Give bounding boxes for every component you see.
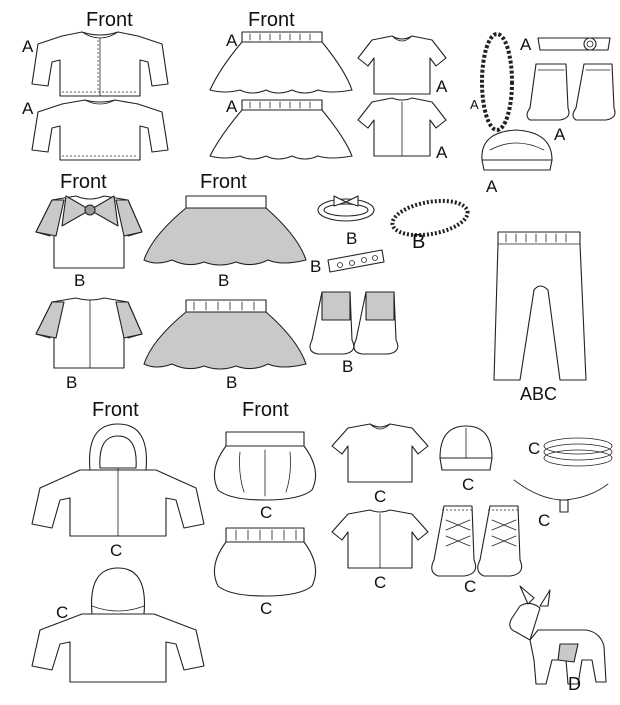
tee-a-front-illustration — [357, 35, 447, 95]
view-label-a: A — [470, 97, 479, 112]
leggings-abc-illustration — [493, 231, 587, 381]
bracelet-b-illustration — [390, 198, 470, 238]
hoodie-c-front-illustration — [31, 423, 205, 537]
view-label-a: A — [22, 99, 34, 118]
view-label-c: C — [56, 603, 69, 622]
plush-fawn-d-illustration — [509, 585, 607, 685]
view-label-b: B — [226, 373, 238, 392]
jacket-a-back-illustration — [31, 99, 169, 161]
boots-b-illustration — [309, 291, 399, 355]
front-heading-view-c-skirt: Front — [242, 399, 289, 421]
belt-b-illustration — [327, 249, 385, 273]
front-heading-view-b-skirt: Front — [200, 171, 247, 193]
view-label-c: C — [538, 511, 551, 530]
view-label-b: B — [412, 231, 426, 253]
view-label-abc: ABC — [520, 384, 558, 404]
top-b-back-illustration — [35, 297, 143, 369]
skirt-a-back-illustration — [209, 99, 353, 160]
front-heading-view-b-top: Front — [60, 171, 107, 193]
view-label-a: A — [554, 125, 566, 144]
view-label-b: B — [310, 257, 322, 276]
tee-a-back-illustration — [357, 97, 447, 157]
view-label-c: C — [374, 573, 387, 592]
beret-a-illustration — [481, 129, 553, 171]
view-label-c: C — [110, 541, 123, 560]
cord-necklace-c-illustration — [513, 479, 609, 513]
front-heading-view-c-hoodie: Front — [92, 399, 139, 421]
front-heading-view-a-jacket: Front — [86, 9, 133, 31]
headband-a-illustration — [537, 37, 611, 51]
view-label-c: C — [374, 487, 387, 506]
view-label-a: A — [436, 143, 448, 162]
jacket-a-front-illustration — [31, 31, 169, 97]
view-label-d: D — [568, 674, 581, 694]
fur-boots-c-illustration — [431, 505, 523, 577]
view-label-c: C — [260, 599, 273, 618]
bead-necklace-illustration — [480, 32, 514, 132]
knit-cap-c-illustration — [439, 425, 493, 471]
view-label-a: A — [22, 37, 34, 56]
tee-c-front-illustration — [331, 423, 429, 483]
view-label-b: B — [218, 271, 230, 290]
tutu-skirt-b-front-illustration — [143, 195, 307, 266]
view-label-b: B — [346, 229, 358, 248]
wrap-bracelet-c-illustration — [543, 437, 613, 467]
headband-b-illustration — [317, 195, 375, 222]
view-label-a: A — [520, 35, 532, 54]
skirt-a-front-illustration — [209, 31, 353, 94]
bubble-skirt-c-front-illustration — [213, 431, 317, 501]
view-label-c: C — [260, 503, 273, 522]
view-label-a: A — [226, 31, 238, 50]
front-heading-view-a-skirt: Front — [248, 9, 295, 31]
view-label-c: C — [464, 577, 477, 596]
view-label-a: A — [486, 177, 498, 196]
view-label-a: A — [226, 97, 238, 116]
boots-a-illustration — [526, 63, 616, 121]
hoodie-c-back-illustration — [31, 567, 205, 683]
view-label-c: C — [528, 439, 541, 458]
bow-top-b-illustration — [35, 195, 143, 269]
tee-c-back-illustration — [331, 509, 429, 569]
view-label-c: C — [462, 475, 475, 494]
view-label-b: B — [342, 357, 354, 376]
view-label-a: A — [436, 77, 448, 96]
bubble-skirt-c-back-illustration — [213, 527, 317, 597]
view-label-b: B — [66, 373, 78, 392]
tutu-skirt-b-back-illustration — [143, 299, 307, 370]
view-label-b: B — [74, 271, 86, 290]
